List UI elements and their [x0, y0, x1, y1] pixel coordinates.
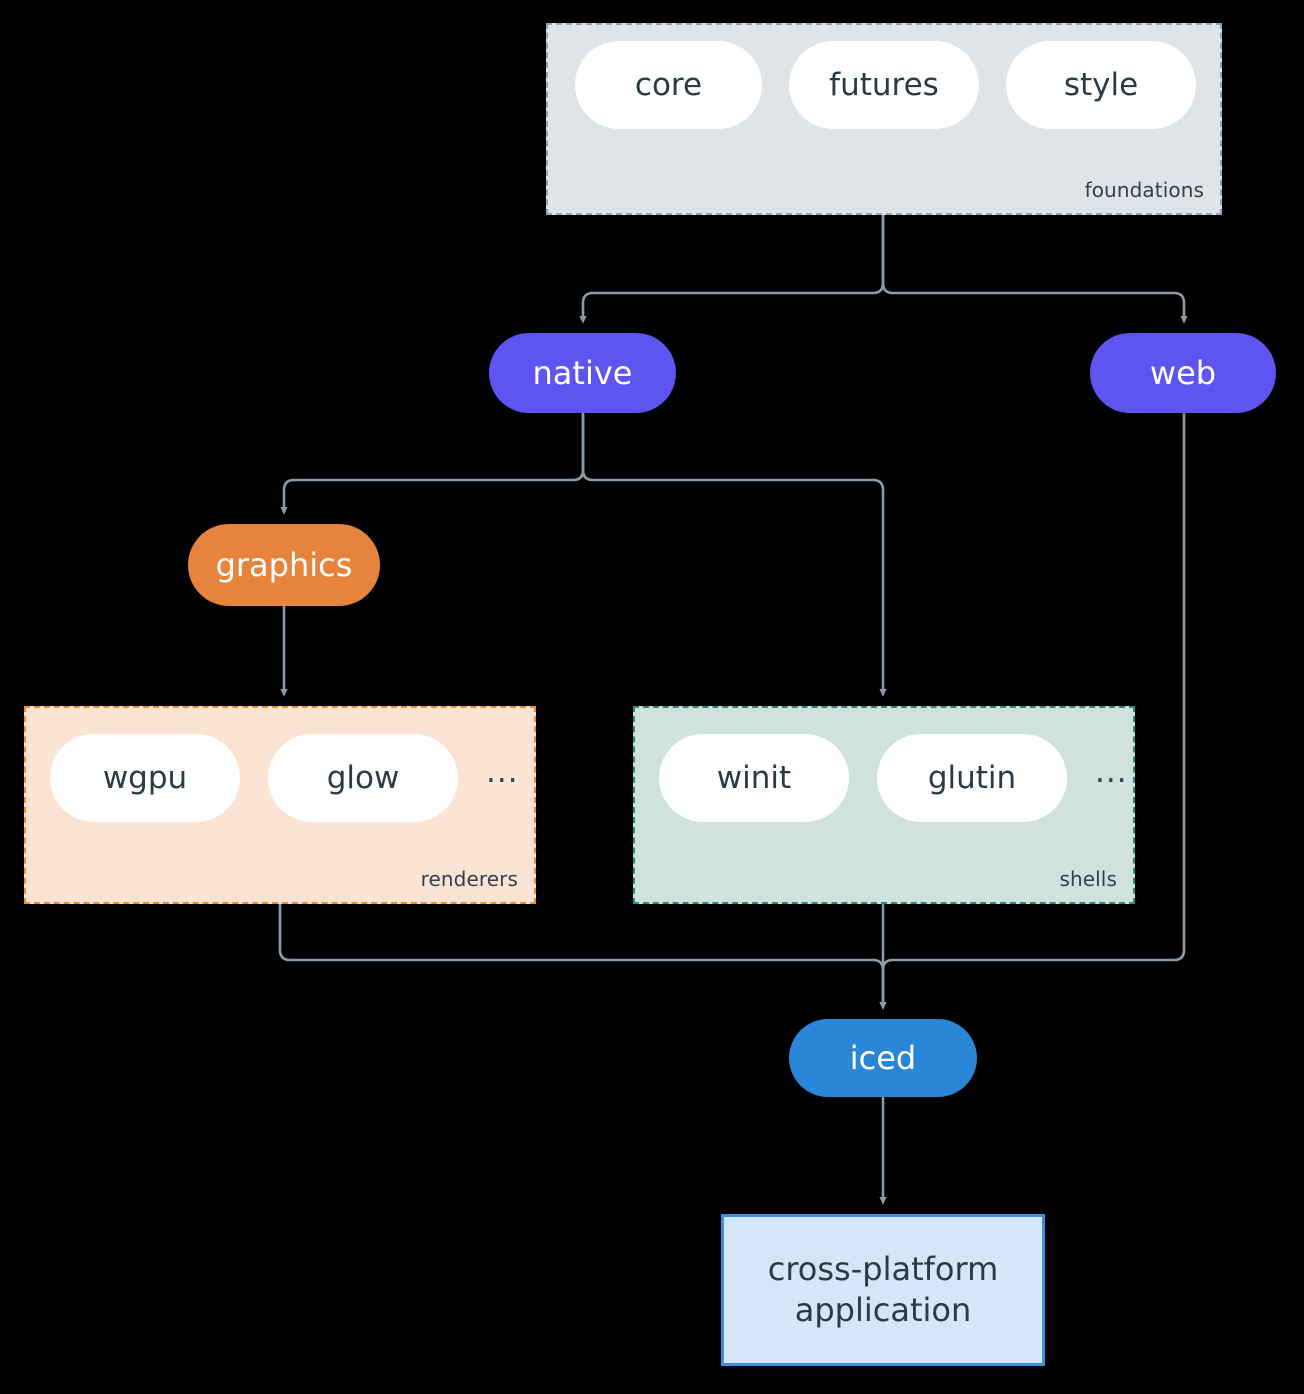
application-line-2: application — [794, 1291, 972, 1329]
shells-ellipsis: ... — [1095, 753, 1128, 790]
edge-foundations-web — [881, 215, 1188, 324]
node-style[interactable]: style — [1006, 41, 1196, 129]
node-glow[interactable]: glow — [268, 734, 458, 822]
foundations-items: core futures style — [575, 41, 1196, 129]
renderers-items: wgpu glow ... — [50, 734, 519, 822]
node-graphics[interactable]: graphics — [188, 524, 380, 606]
group-shells: winit glutin ... shells — [633, 706, 1135, 904]
group-label-renderers: renderers — [420, 867, 518, 891]
edge-native-shells — [581, 413, 887, 697]
edge-native-graphics — [280, 413, 585, 515]
node-futures[interactable]: futures — [789, 41, 979, 129]
group-label-foundations: foundations — [1084, 178, 1204, 202]
node-iced[interactable]: iced — [789, 1019, 977, 1097]
node-web[interactable]: web — [1090, 333, 1276, 413]
node-glutin[interactable]: glutin — [877, 734, 1067, 822]
node-core[interactable]: core — [575, 41, 762, 129]
node-native[interactable]: native — [489, 333, 676, 413]
node-wgpu[interactable]: wgpu — [50, 734, 240, 822]
group-foundations: core futures style foundations — [546, 23, 1222, 215]
application-line-1: cross-platform — [767, 1250, 999, 1289]
edge-foundations-native — [579, 215, 885, 324]
group-renderers: wgpu glow ... renderers — [24, 706, 536, 904]
shells-items: winit glutin ... — [659, 734, 1128, 822]
node-winit[interactable]: winit — [659, 734, 849, 822]
group-label-shells: shells — [1059, 867, 1117, 891]
renderers-ellipsis: ... — [486, 753, 519, 790]
edge-renderers-iced — [278, 904, 887, 1010]
node-cross-platform-application[interactable]: cross-platform application — [721, 1214, 1045, 1366]
